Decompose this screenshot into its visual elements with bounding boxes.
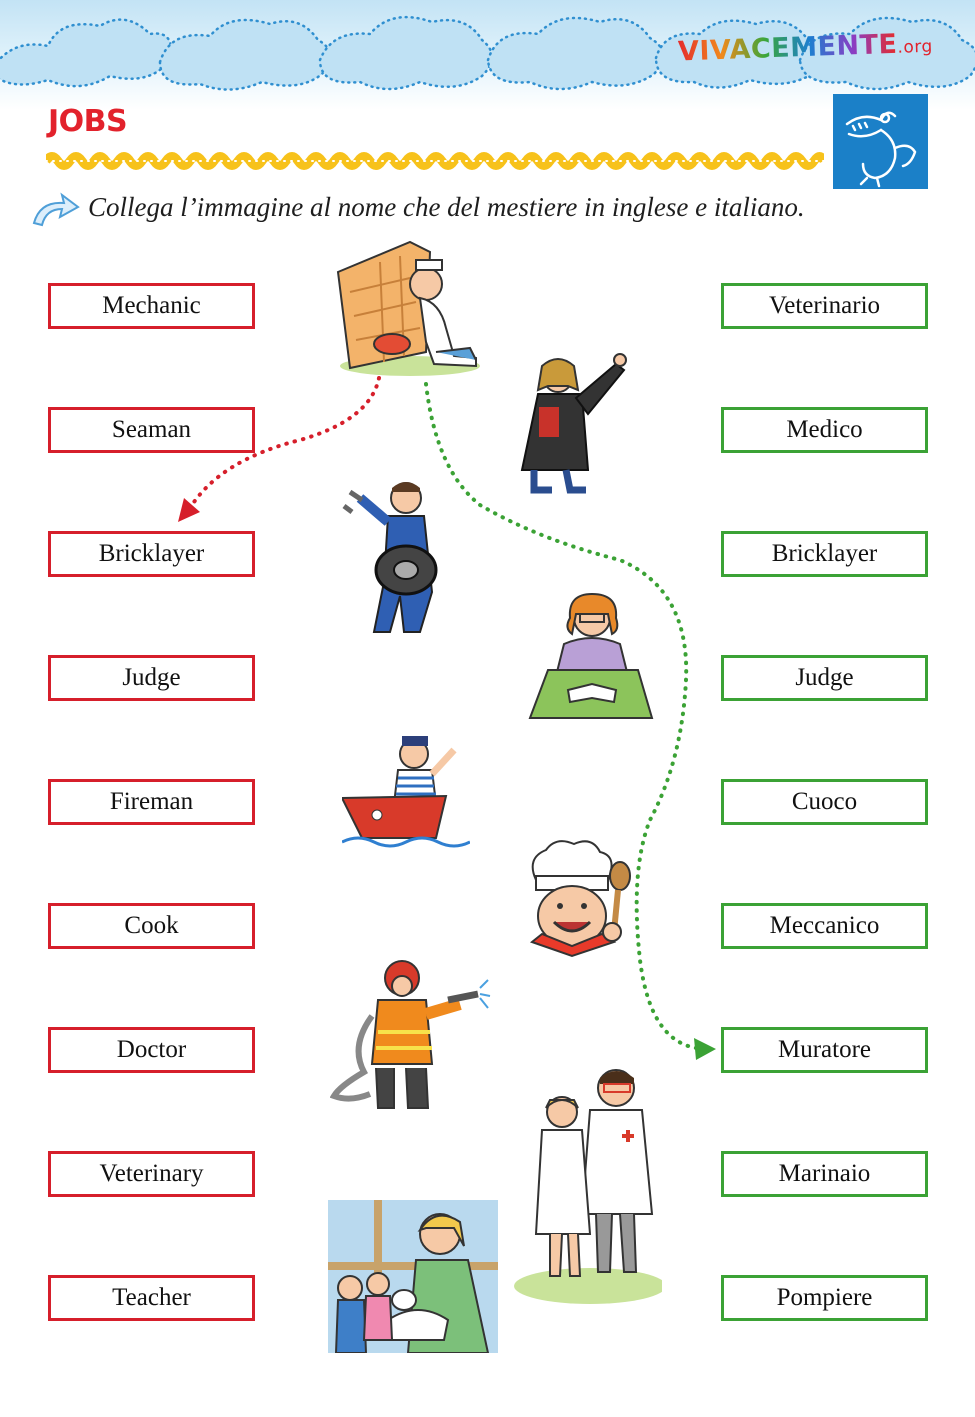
mechanic-illustration[interactable]: [340, 472, 452, 638]
example-arrowhead-red: [178, 498, 200, 522]
english-word-box[interactable]: Veterinary: [48, 1151, 255, 1197]
teacher-illustration[interactable]: [528, 588, 654, 722]
bricklayer-illustration[interactable]: [330, 232, 482, 380]
italian-word-box[interactable]: Pompiere: [721, 1275, 928, 1321]
english-word-box[interactable]: Doctor: [48, 1027, 255, 1073]
seaman-illustration[interactable]: [342, 728, 470, 850]
judge-illustration[interactable]: [512, 344, 638, 494]
italian-word-box[interactable]: Bricklayer: [721, 531, 928, 577]
italian-word-box[interactable]: Meccanico: [721, 903, 928, 949]
crocodile-icon: [845, 111, 917, 188]
english-word-box[interactable]: Mechanic: [48, 283, 255, 329]
italian-word-box[interactable]: Marinaio: [721, 1151, 928, 1197]
italian-word-box[interactable]: Muratore: [721, 1027, 928, 1073]
page-title: JOBS: [48, 104, 128, 139]
example-arrowhead-green: [694, 1038, 716, 1060]
italian-word-box[interactable]: Judge: [721, 655, 928, 701]
cloud-border: [0, 15, 975, 91]
curved-arrow-icon: [32, 192, 80, 227]
instruction-text: Collega l’immagine al nome che del mesti…: [88, 192, 805, 222]
english-word-box[interactable]: Teacher: [48, 1275, 255, 1321]
doctors-illustration[interactable]: [510, 1064, 662, 1304]
italian-word-box[interactable]: Cuoco: [721, 779, 928, 825]
veterinary-illustration[interactable]: [328, 1200, 498, 1353]
decorative-wave-divider: [46, 152, 824, 170]
crocodile-mascot-badge: [833, 94, 928, 189]
cook-illustration[interactable]: [522, 836, 642, 958]
english-word-box[interactable]: Seaman: [48, 407, 255, 453]
english-word-box[interactable]: Judge: [48, 655, 255, 701]
logo-suffix: .org: [897, 36, 934, 58]
english-word-box[interactable]: Bricklayer: [48, 531, 255, 577]
fireman-illustration[interactable]: [330, 956, 492, 1116]
english-word-box[interactable]: Fireman: [48, 779, 255, 825]
english-word-box[interactable]: Cook: [48, 903, 255, 949]
italian-word-box[interactable]: Medico: [721, 407, 928, 453]
italian-word-box[interactable]: Veterinario: [721, 283, 928, 329]
